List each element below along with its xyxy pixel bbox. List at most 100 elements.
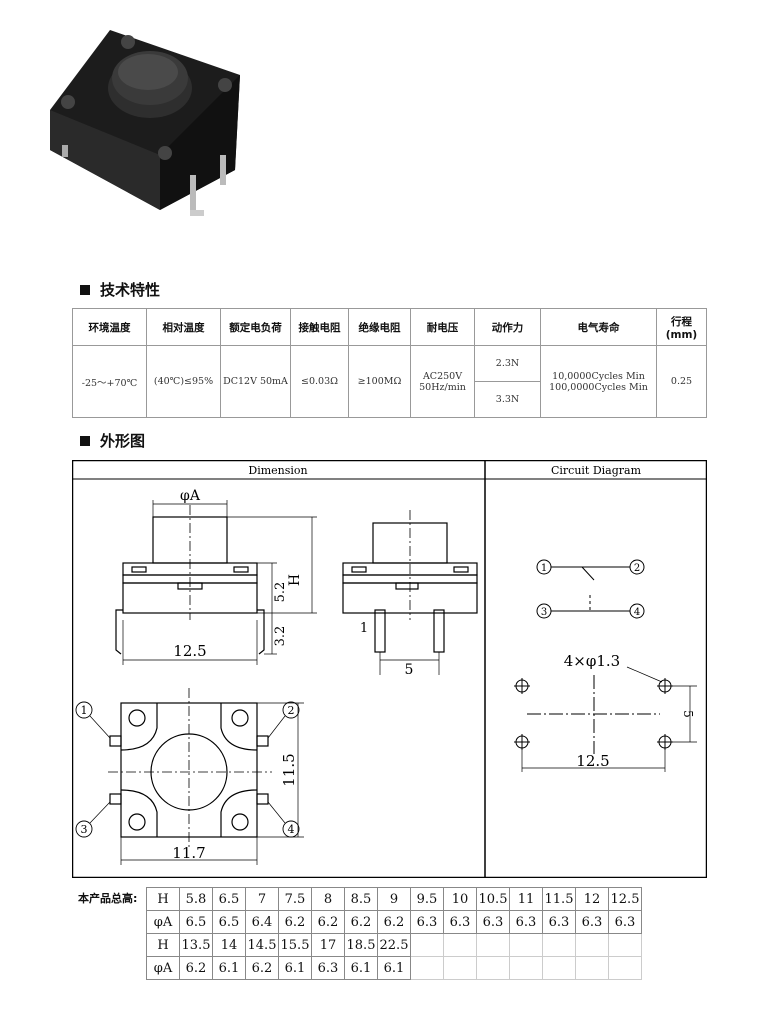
height-cell: 12 [575,887,609,911]
spec-header-cell: 额定电负荷 [220,308,291,346]
diameter-cell: 6.3 [542,910,576,934]
dim-3-2: 3.2 [273,626,288,647]
empty-cell [608,956,642,980]
front-view [115,500,317,665]
life-line1: 10,0000Cycles Min [552,370,645,382]
diameter-cell: 6.2 [179,956,213,980]
spec-header-cell: 相对温度 [146,308,221,346]
heights-label: 本产品总高: [78,892,138,905]
empty-cell [608,933,642,957]
heights-row-2-a: φA 6.2 6.1 6.2 6.1 6.3 6.1 6.1 [146,956,642,980]
diameter-cell: 6.3 [608,910,642,934]
diameter-cell: 6.4 [245,910,279,934]
spec-header-cell: 接触电阻 [290,308,349,346]
dim-1: 1 [360,621,368,636]
life-line2: 100,0000Cycles Min [549,381,648,393]
withstand-voltage-line2: 50Hz/min [419,381,466,393]
height-cell: 17 [311,933,345,957]
empty-cell [410,956,444,980]
travel-cell: 0.25 [656,345,707,418]
outline-section-label: 外形图 [100,432,146,450]
spec-header-cell: 环境温度 [72,308,147,346]
spec-header-cell: 耐电压 [410,308,475,346]
rated-load-cell: DC12V 50mA [220,345,291,418]
outline-drawing: Dimension Circuit Diagram φA H 5.2 3.2 1… [72,460,707,878]
height-cell: 12.5 [608,887,642,911]
height-cell: 7 [245,887,279,911]
dim-11-7: 11.7 [172,844,205,862]
empty-cell [509,956,543,980]
height-cell: 9 [377,887,411,911]
empty-cell [443,933,477,957]
phi-a-label-cell: φA [146,956,180,980]
height-cell: 14 [212,933,246,957]
empty-cell [575,933,609,957]
h-label: H [287,574,303,586]
diameter-cell: 6.1 [344,956,378,980]
empty-cell [575,956,609,980]
diameter-cell: 6.5 [212,910,246,934]
circuit-pin-4: 4 [634,607,640,618]
height-cell: 11.5 [542,887,576,911]
h-label-cell: H [146,933,180,957]
pin-3-label: 3 [81,823,88,836]
life-cell: 10,0000Cycles Min 100,0000Cycles Min [540,345,657,418]
empty-cell [443,956,477,980]
height-cell: 5.8 [179,887,213,911]
pcb-footprint [514,666,697,772]
cd-dim-5: 5 [681,710,695,718]
spec-header-cell: 绝缘电阻 [348,308,411,346]
tact-switch-photo [50,30,240,216]
circuit-header: Circuit Diagram [551,464,642,477]
insulation-resistance-cell: ≥100MΩ [348,345,411,418]
spec-data-row: -25～+70℃ (40℃)≤95% DC12V 50mA ≤0.03Ω ≥10… [72,345,707,418]
pin-2-label: 2 [288,704,295,717]
empty-cell [509,933,543,957]
section-bullet-icon [80,435,90,446]
empty-cell [410,933,444,957]
section-bullet-icon [80,284,90,295]
dimension-header: Dimension [248,464,307,477]
diameter-cell: 6.2 [344,910,378,934]
pin-4-label: 4 [288,823,295,836]
withstand-voltage-cell: AC250V 50Hz/min [410,345,475,418]
side-view [342,510,478,675]
spec-header-cell: 电气寿命 [540,308,657,346]
diameter-cell: 6.5 [179,910,213,934]
h-label-cell: H [146,887,180,911]
height-cell: 13.5 [179,933,213,957]
heights-row-1-a: φA 6.5 6.5 6.4 6.2 6.2 6.2 6.2 6.3 6.3 6… [146,910,642,934]
empty-cell [476,933,510,957]
diameter-cell: 6.3 [311,956,345,980]
spec-data-row-2: 3.3N [73,381,707,418]
diameter-cell: 6.2 [377,910,411,934]
diameter-cell: 6.3 [443,910,477,934]
height-cell: 8 [311,887,345,911]
diameter-cell: 6.3 [410,910,444,934]
cd-dim-12-5: 12.5 [576,752,609,770]
withstand-voltage-line1: AC250V [422,370,463,382]
force-cell-2: 3.3N [474,381,541,418]
heights-table: H 5.8 6.5 7 7.5 8 8.5 9 9.5 10 10.5 11 1… [146,887,642,980]
height-cell: 18.5 [344,933,378,957]
circuit-pin-2: 2 [634,563,640,574]
height-cell: 9.5 [410,887,444,911]
empty-cell [542,933,576,957]
circuit-pin-3: 3 [541,607,547,618]
empty-cell [476,956,510,980]
diameter-cell: 6.1 [278,956,312,980]
height-cell: 7.5 [278,887,312,911]
diameter-cell: 6.2 [311,910,345,934]
holes-label: 4×φ1.3 [564,652,620,670]
phi-a-label: φA [180,488,201,504]
force-cell-1: 2.3N [474,345,541,382]
heights-row-2-h: H 13.5 14 14.5 15.5 17 18.5 22.5 [146,933,642,957]
diameter-cell: 6.3 [476,910,510,934]
circuit-pin-1: 1 [541,563,547,574]
dim-5-2: 5.2 [273,582,288,603]
diameter-cell: 6.2 [278,910,312,934]
spec-section-label: 技术特性 [100,281,161,299]
height-cell: 11 [509,887,543,911]
diameter-cell: 6.1 [212,956,246,980]
height-cell: 22.5 [377,933,411,957]
